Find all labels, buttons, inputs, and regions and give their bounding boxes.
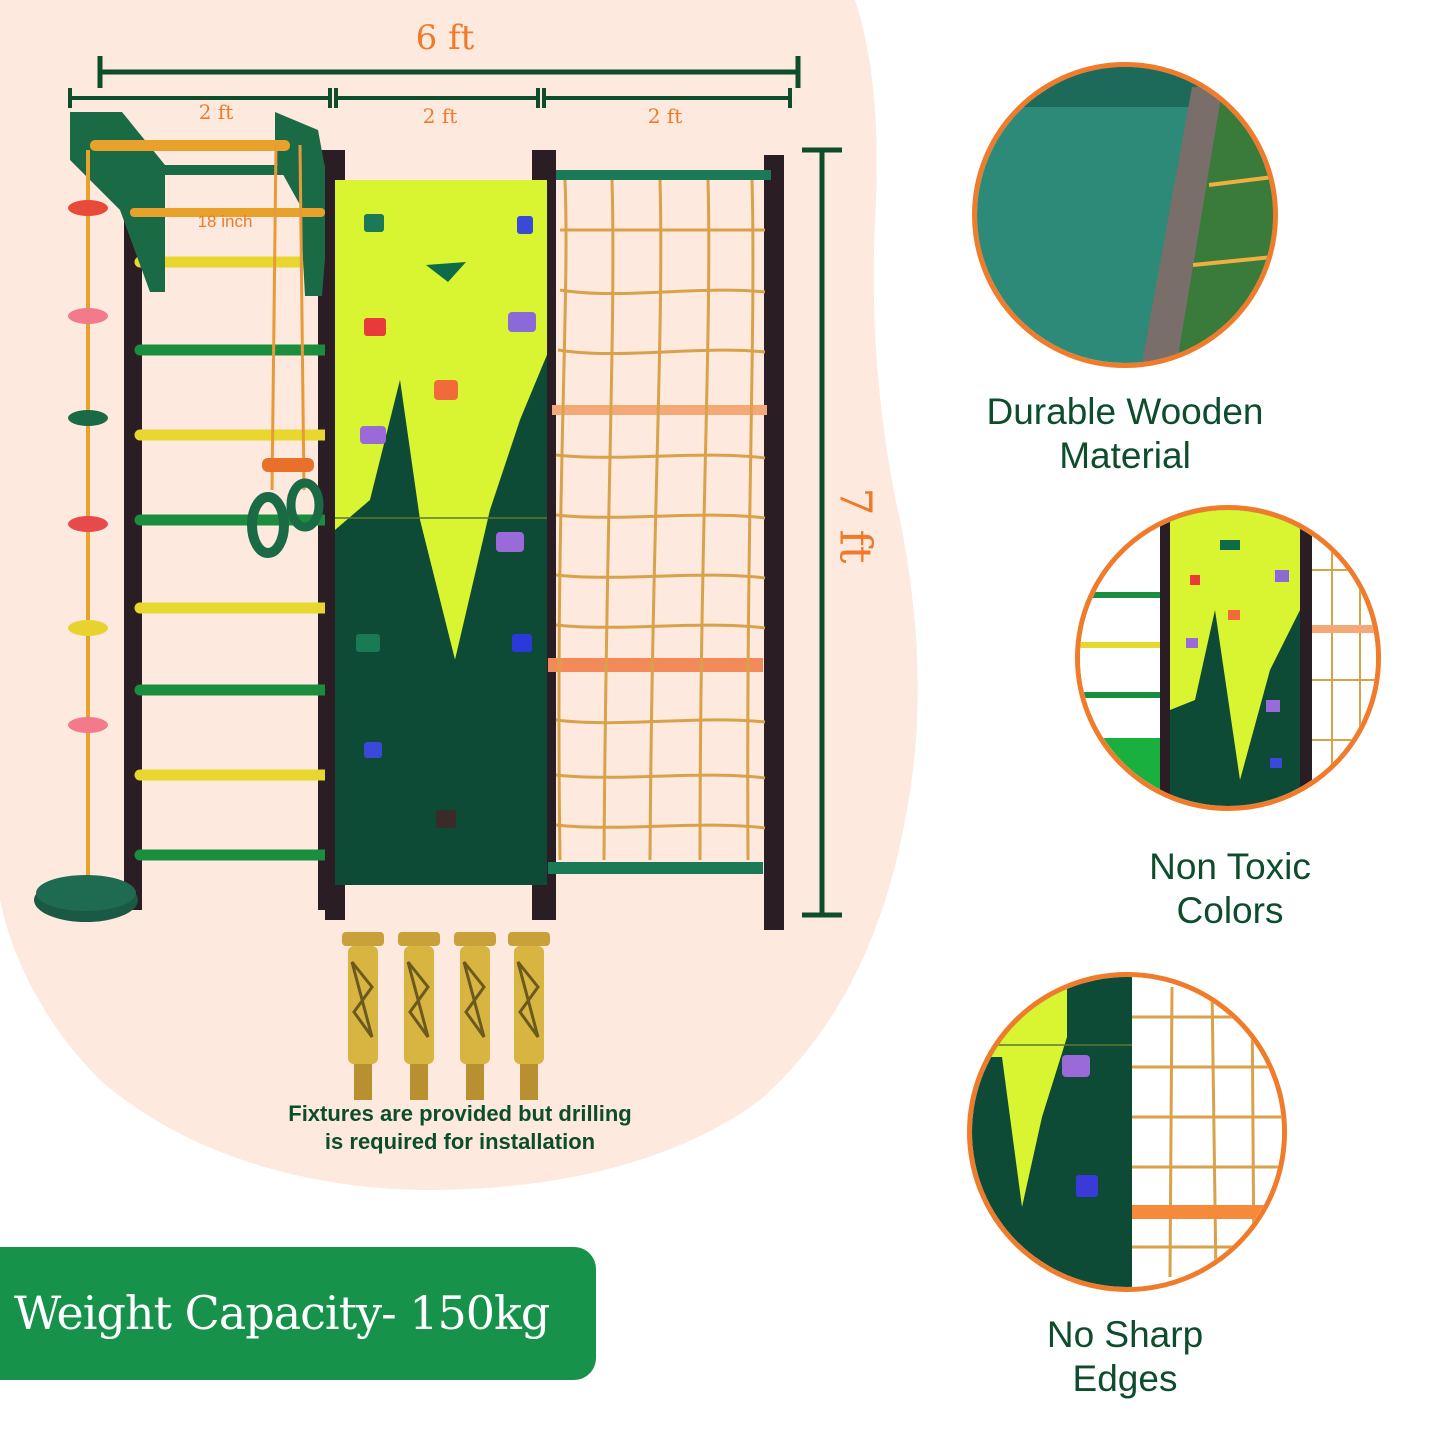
feature-label-no-sharp-edges-line-1: No Sharp	[1046, 1314, 1204, 1355]
climbing-wall-closeup-icon	[1075, 505, 1381, 811]
fixtures-note: Fixtures are provided but drilling is re…	[240, 1100, 680, 1156]
total-width-label: 6 ft	[415, 18, 475, 58]
fixtures-note-line-2: is required for installation	[324, 1129, 596, 1154]
feature-label-durable-wood: Durable Wooden Material	[940, 390, 1310, 478]
net-edge-closeup-icon	[967, 972, 1287, 1292]
rope-discs	[68, 200, 108, 733]
climbing-holds	[356, 214, 536, 828]
ladder-rungs	[134, 256, 336, 861]
feature-label-no-sharp-edges: No Sharp Edges	[940, 1313, 1310, 1401]
feature-label-non-toxic-line-2: Colors	[1176, 890, 1284, 931]
wooden-board-closeup-icon	[972, 62, 1278, 368]
anchor-bolts	[342, 932, 550, 1100]
feature-label-no-sharp-edges-line-2: Edges	[1072, 1358, 1178, 1399]
feature-label-durable-wood-line-2: Material	[1059, 435, 1191, 476]
segment-width-label-2: 2 ft	[422, 104, 458, 128]
feature-label-non-toxic: Non Toxic Colors	[1045, 845, 1415, 933]
segment-width-label-1: 2 ft	[198, 100, 234, 124]
weight-capacity-banner: Weight Capacity- 150kg	[0, 1247, 596, 1380]
segment-width-label-3: 2 ft	[647, 104, 683, 128]
bar-spacing-label: 18 inch	[197, 212, 253, 231]
feature-label-durable-wood-line-1: Durable Wooden	[986, 391, 1264, 432]
feature-label-non-toxic-line-1: Non Toxic	[1149, 846, 1311, 887]
cargo-net	[555, 179, 766, 861]
fixtures-note-line-1: Fixtures are provided but drilling	[288, 1101, 632, 1126]
